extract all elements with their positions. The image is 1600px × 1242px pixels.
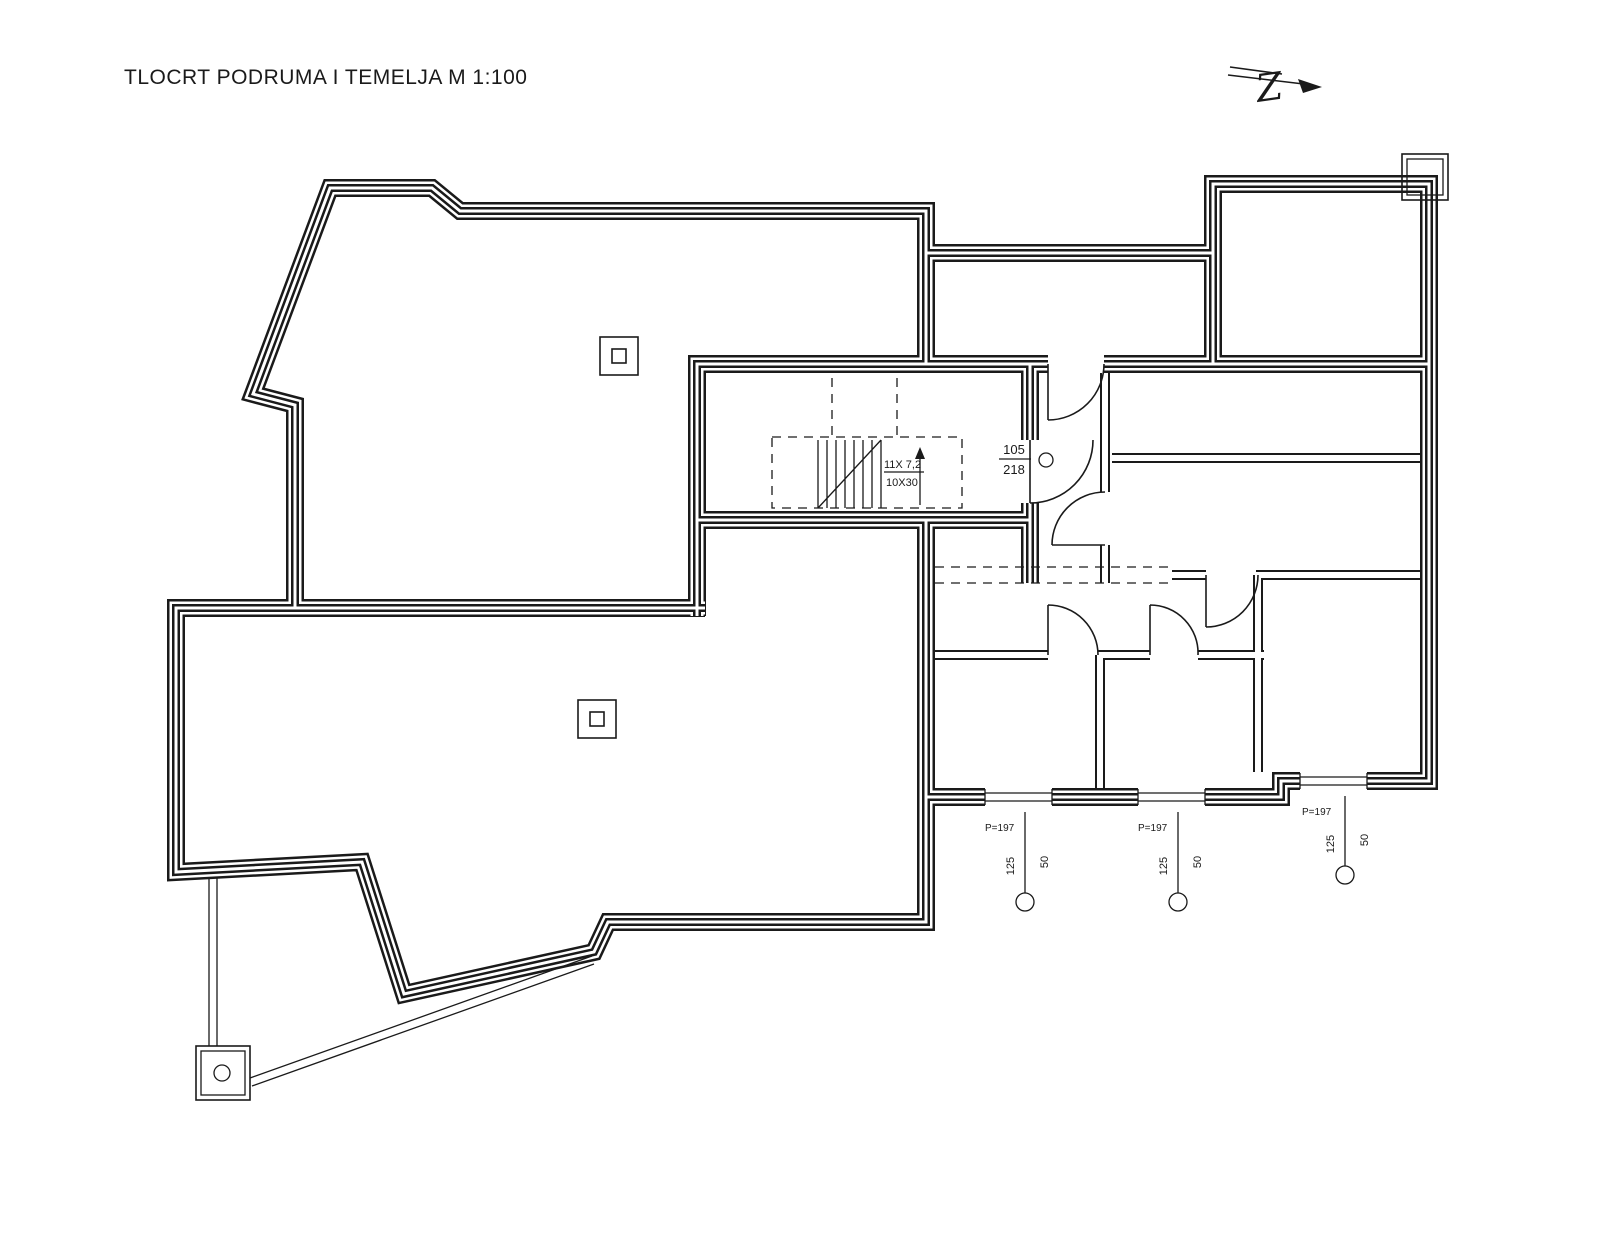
door-width-label: 105 [1003, 442, 1025, 457]
foundation-pad-bottom-left [195, 877, 595, 1101]
dimension-reference-circle [1335, 865, 1355, 885]
pad-inner-square [200, 1050, 246, 1096]
column-inner-square [611, 348, 627, 364]
foundation-pad-top-right [1401, 153, 1449, 201]
door-arcs [1029, 363, 1259, 656]
window-width-label: 125 [1158, 857, 1170, 875]
door-swings: 105 218 [999, 363, 1259, 656]
window-width-label: 125 [1325, 835, 1337, 853]
window-width-label: 125 [1005, 857, 1017, 875]
window-glazing-lines [984, 773, 1368, 805]
pad-pile-circle [213, 1064, 231, 1082]
beam-dashed-lines [771, 378, 1172, 584]
north-arrow-shafts [1227, 66, 1313, 86]
outer-wall-pass4 [174, 182, 1431, 996]
pad-outer-square [195, 1045, 251, 1101]
column-marker-1 [599, 336, 639, 376]
window-offset-label: 50 [1039, 856, 1051, 868]
staircase: 11X 7,2 10X30 [817, 439, 925, 509]
sill-height-label: P=197 [1302, 807, 1332, 818]
door-size-tag: 105 218 [999, 442, 1031, 477]
interior-wall-pass2 [935, 373, 1420, 788]
stair-treads [817, 439, 924, 509]
window-symbols [984, 773, 1368, 805]
window-offset-label: 50 [1359, 834, 1371, 846]
north-label: Z [1252, 64, 1286, 111]
stair-riser-count-label: 11X 7,2 [884, 459, 921, 471]
window-dimension-1: P=197 125 50 [985, 812, 1051, 912]
window-dimension-2: P=197 125 50 [1138, 812, 1204, 912]
door-post-circle [1038, 452, 1054, 468]
door-height-label: 218 [1003, 462, 1025, 477]
column-outer-square [577, 699, 617, 739]
north-arrow: Z [1227, 64, 1322, 111]
tie-beams [208, 877, 595, 1087]
north-arrowhead [1298, 79, 1322, 93]
column-marker-2 [577, 699, 617, 739]
dimension-reference-circle [1015, 892, 1035, 912]
stair-direction-arrowhead [915, 447, 925, 459]
dimension-reference-circle [1168, 892, 1188, 912]
outer-walls [176, 184, 1429, 994]
stair-tread-label: 10X30 [886, 477, 918, 489]
column-inner-square [589, 711, 605, 727]
window-offset-label: 50 [1192, 856, 1204, 868]
sill-height-label: P=197 [985, 823, 1015, 834]
sill-height-label: P=197 [1138, 823, 1168, 834]
pad-inner-square [1406, 158, 1444, 196]
hidden-lines [771, 378, 1172, 584]
pad-outer-square [1401, 153, 1449, 201]
interior-wall-pass1 [935, 373, 1420, 788]
interior-walls [935, 373, 1420, 788]
column-outer-square [599, 336, 639, 376]
drawing-title: TLOCRT PODRUMA I TEMELJA M 1:100 [124, 66, 527, 89]
window-dimension-3: P=197 125 50 [1302, 796, 1371, 885]
